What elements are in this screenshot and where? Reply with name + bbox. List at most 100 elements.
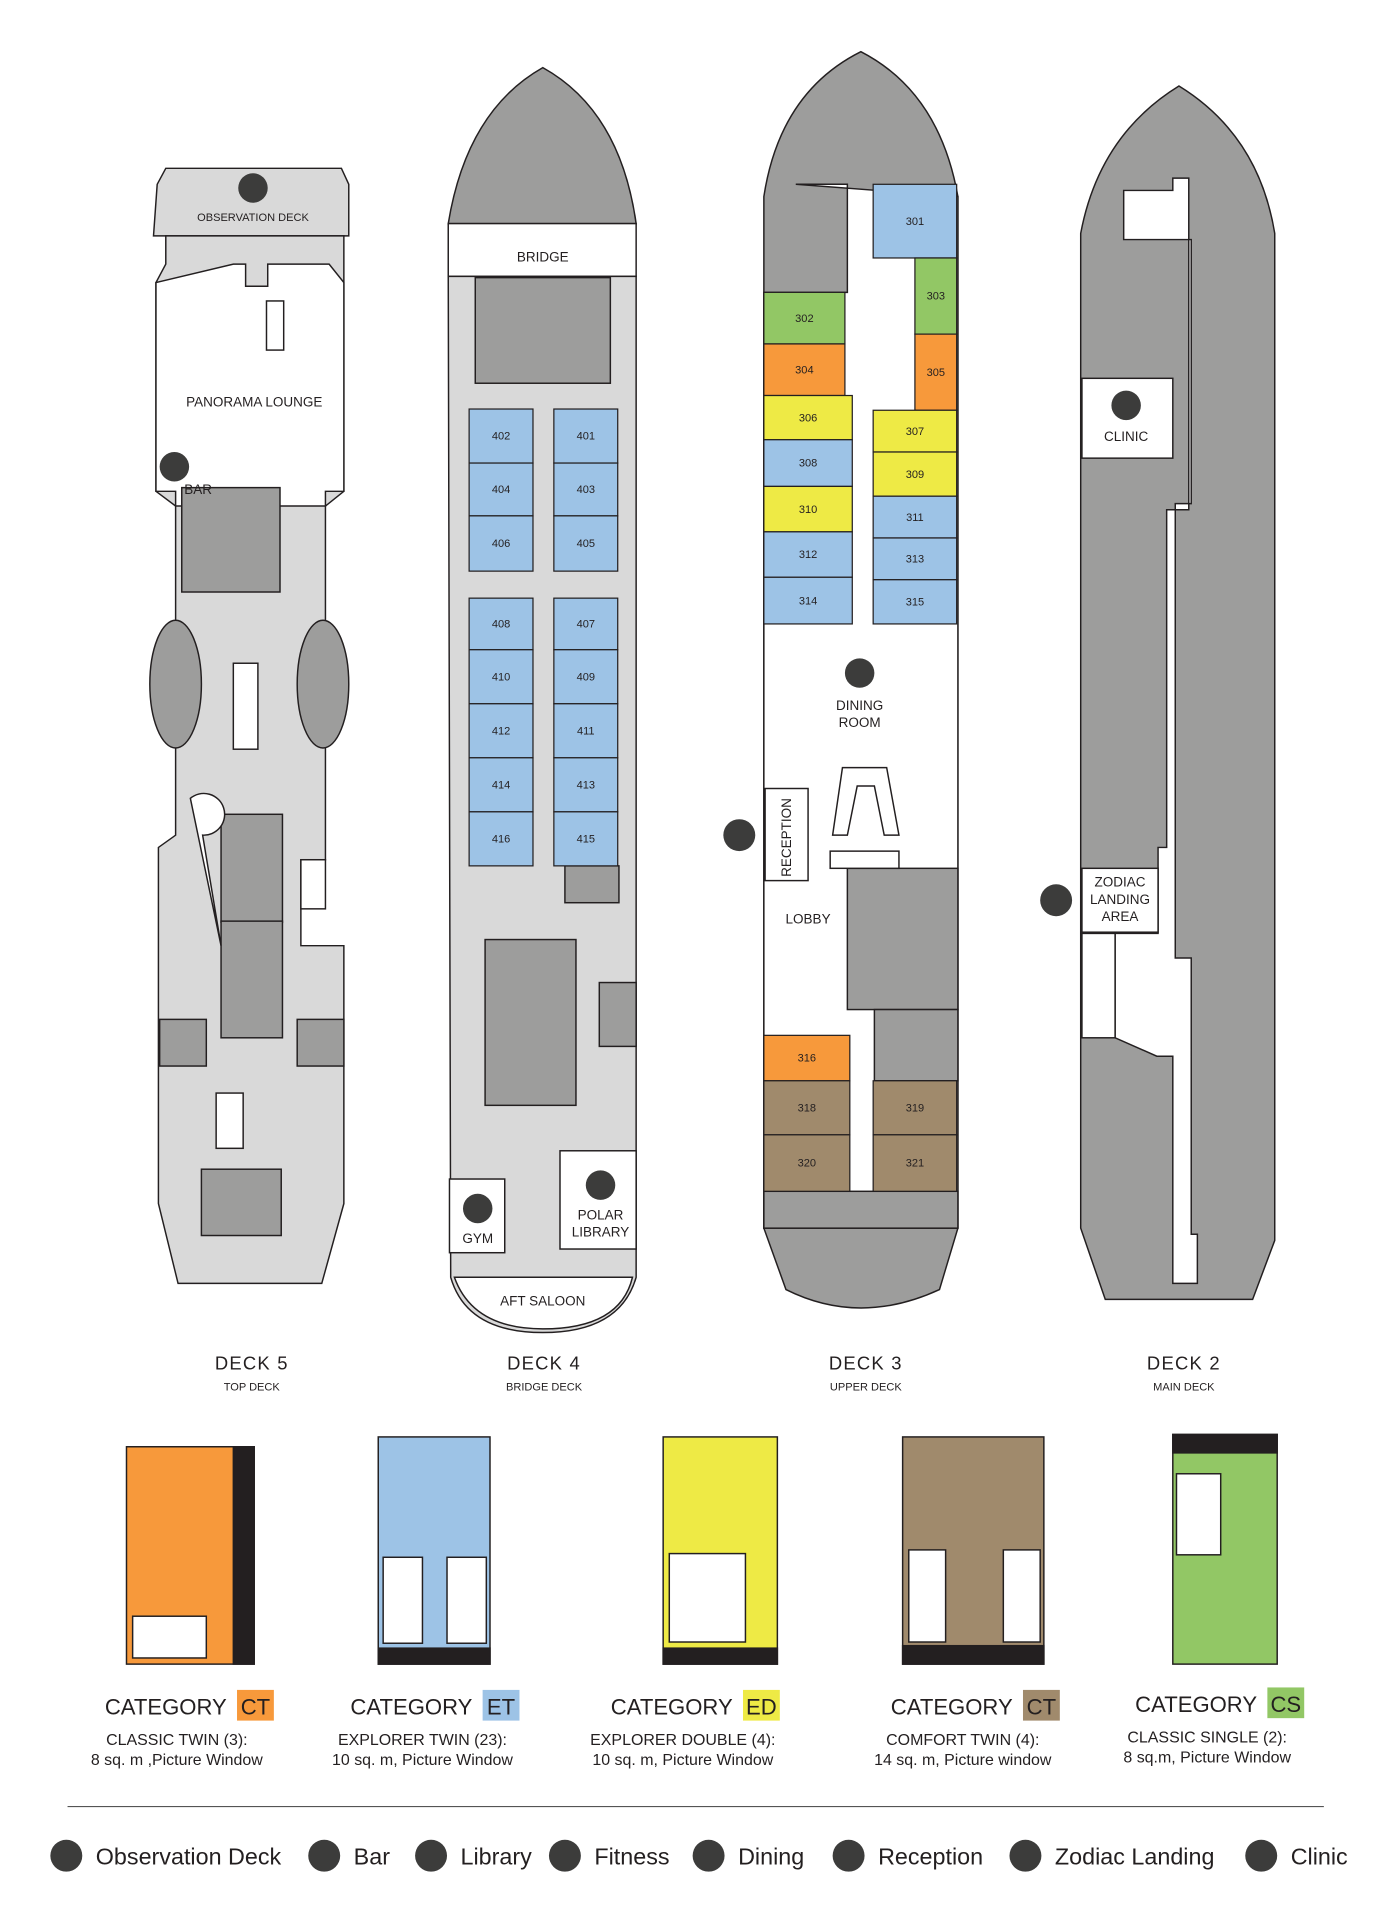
cabin-fill [468, 462, 534, 517]
cabin-311[interactable]: 311 [872, 495, 958, 539]
cabin-fill [914, 257, 958, 335]
cabin-413[interactable]: 413 [553, 757, 619, 813]
category-size: 14 sq. m, Picture window [874, 1752, 1052, 1769]
category-code: ED [746, 1694, 777, 1719]
deck-5-plan [149, 167, 350, 1285]
room-number: 408 [492, 619, 510, 631]
cabin-fill [763, 1134, 851, 1192]
cabin-403[interactable]: 403 [553, 462, 619, 517]
room-number: 302 [795, 313, 813, 325]
deck-titles: DECK 5 TOP DECK DECK 4 BRIDGE DECK DECK … [215, 1352, 1220, 1393]
deck-3-subtitle: UPPER DECK [830, 1381, 902, 1393]
cabin-321[interactable]: 321 [872, 1134, 958, 1192]
cabin-406[interactable]: 406 [468, 515, 534, 572]
cabin-416[interactable]: 416 [468, 811, 534, 867]
cabin-313[interactable]: 313 [872, 537, 958, 581]
cabin-320[interactable]: 320 [763, 1134, 851, 1192]
cabin-310[interactable]: 310 [763, 485, 853, 533]
cocktail-icon [308, 1839, 341, 1872]
cabin-315[interactable]: 315 [872, 579, 958, 625]
legend-item-dining: Dining [692, 1839, 804, 1872]
cabin-409[interactable]: 409 [553, 649, 619, 705]
heart-icon [462, 1193, 493, 1224]
cabin-411[interactable]: 411 [553, 703, 619, 759]
cutlery-icon [692, 1839, 725, 1872]
cabin-305[interactable]: 305 [914, 333, 958, 411]
category-badge [482, 1689, 520, 1721]
room-number: 404 [492, 484, 510, 496]
cabin-314[interactable]: 314 [763, 576, 853, 625]
cabin-fill [763, 576, 853, 625]
category-badge [1267, 1687, 1305, 1719]
cabin-301[interactable]: 301 [872, 183, 958, 259]
room-number: 307 [906, 426, 924, 438]
bar-label: BAR [184, 482, 212, 497]
cabin-fill [468, 703, 534, 759]
cabin-316[interactable]: 316 [763, 1034, 851, 1082]
cabin-404[interactable]: 404 [468, 462, 534, 517]
cabin-412[interactable]: 412 [468, 703, 534, 759]
room-number: 303 [927, 291, 945, 303]
category-word: CATEGORY [350, 1694, 472, 1719]
room-number: 415 [577, 834, 595, 846]
cabin-405[interactable]: 405 [553, 515, 619, 572]
cabin-306[interactable]: 306 [763, 394, 853, 441]
cabin-415[interactable]: 415 [553, 811, 619, 867]
cabin-303[interactable]: 303 [914, 257, 958, 335]
cabin-fill [553, 649, 619, 705]
category-badge [742, 1689, 780, 1721]
deck-2-plan [1040, 85, 1276, 1301]
panorama-lounge-label: PANORAMA LOUNGE [186, 395, 322, 410]
room-number: 310 [799, 504, 817, 516]
cabin-401[interactable]: 401 [553, 408, 619, 464]
dining-room-label-1: DINING [836, 698, 883, 713]
cabin-fill [553, 703, 619, 759]
legend-item-library: Library [415, 1839, 532, 1872]
cabin-304[interactable]: 304 [763, 343, 846, 397]
zodiac-boat-icon [1009, 1839, 1042, 1872]
reception-label: RECEPTION [779, 798, 794, 877]
cabin-309[interactable]: 309 [872, 451, 958, 497]
cabin-fill [468, 757, 534, 813]
cabin-408[interactable]: 408 [468, 597, 534, 651]
legend-item-reception: Reception [832, 1839, 983, 1872]
cabin-307[interactable]: 307 [872, 409, 958, 453]
category-code: CS [1270, 1692, 1301, 1717]
cabin-fill [553, 515, 619, 572]
heart-icon [548, 1839, 581, 1872]
cabin-414[interactable]: 414 [468, 757, 534, 813]
category-description: COMFORT TWIN (4): [886, 1732, 1039, 1749]
cabin-rooms: 4024044064084104124144164014034054074094… [468, 183, 958, 1192]
cabin-fill [872, 183, 958, 259]
legend-label: Clinic [1291, 1843, 1348, 1869]
room-number: 410 [492, 671, 510, 683]
cocktail-icon [159, 452, 190, 482]
deck-2-subtitle: MAIN DECK [1153, 1381, 1215, 1393]
cabin-319[interactable]: 319 [872, 1080, 958, 1136]
cabin-318[interactable]: 318 [763, 1080, 851, 1136]
room-number: 308 [799, 458, 817, 470]
room-number: 402 [492, 431, 510, 443]
cabin-407[interactable]: 407 [553, 597, 619, 651]
deck-3-title: DECK 3 [829, 1352, 903, 1373]
legend-item-fitness: Fitness [548, 1839, 670, 1872]
cabin-fill [872, 1134, 958, 1192]
category-word: CATEGORY [105, 1694, 227, 1719]
aft-saloon-label: AFT SALOON [500, 1294, 585, 1309]
cabin-308[interactable]: 308 [763, 439, 853, 488]
room-number: 401 [577, 431, 595, 443]
cabin-312[interactable]: 312 [763, 531, 853, 578]
room-number: 305 [927, 367, 945, 379]
legend-label: Bar [354, 1843, 391, 1869]
room-number: 319 [906, 1102, 924, 1114]
binoculars-icon [50, 1839, 83, 1872]
cabin-402[interactable]: 402 [468, 408, 534, 464]
category-code: CT [241, 1694, 270, 1719]
legend-label: Reception [878, 1843, 983, 1869]
cabin-302[interactable]: 302 [763, 291, 846, 345]
category-description: CLASSIC SINGLE (2): [1127, 1730, 1287, 1747]
cabin-410[interactable]: 410 [468, 649, 534, 705]
